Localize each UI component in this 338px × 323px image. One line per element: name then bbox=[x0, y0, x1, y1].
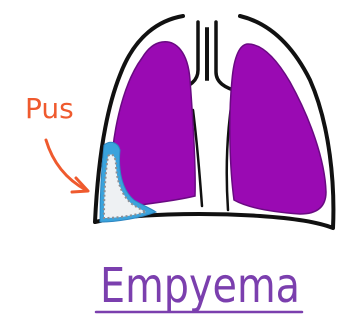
mediastinum-outline bbox=[193, 100, 232, 210]
right-lung bbox=[230, 44, 326, 214]
trachea-inner bbox=[206, 28, 208, 80]
pus-label: Pus bbox=[25, 92, 74, 125]
diagram-title: Empyema bbox=[100, 258, 300, 314]
